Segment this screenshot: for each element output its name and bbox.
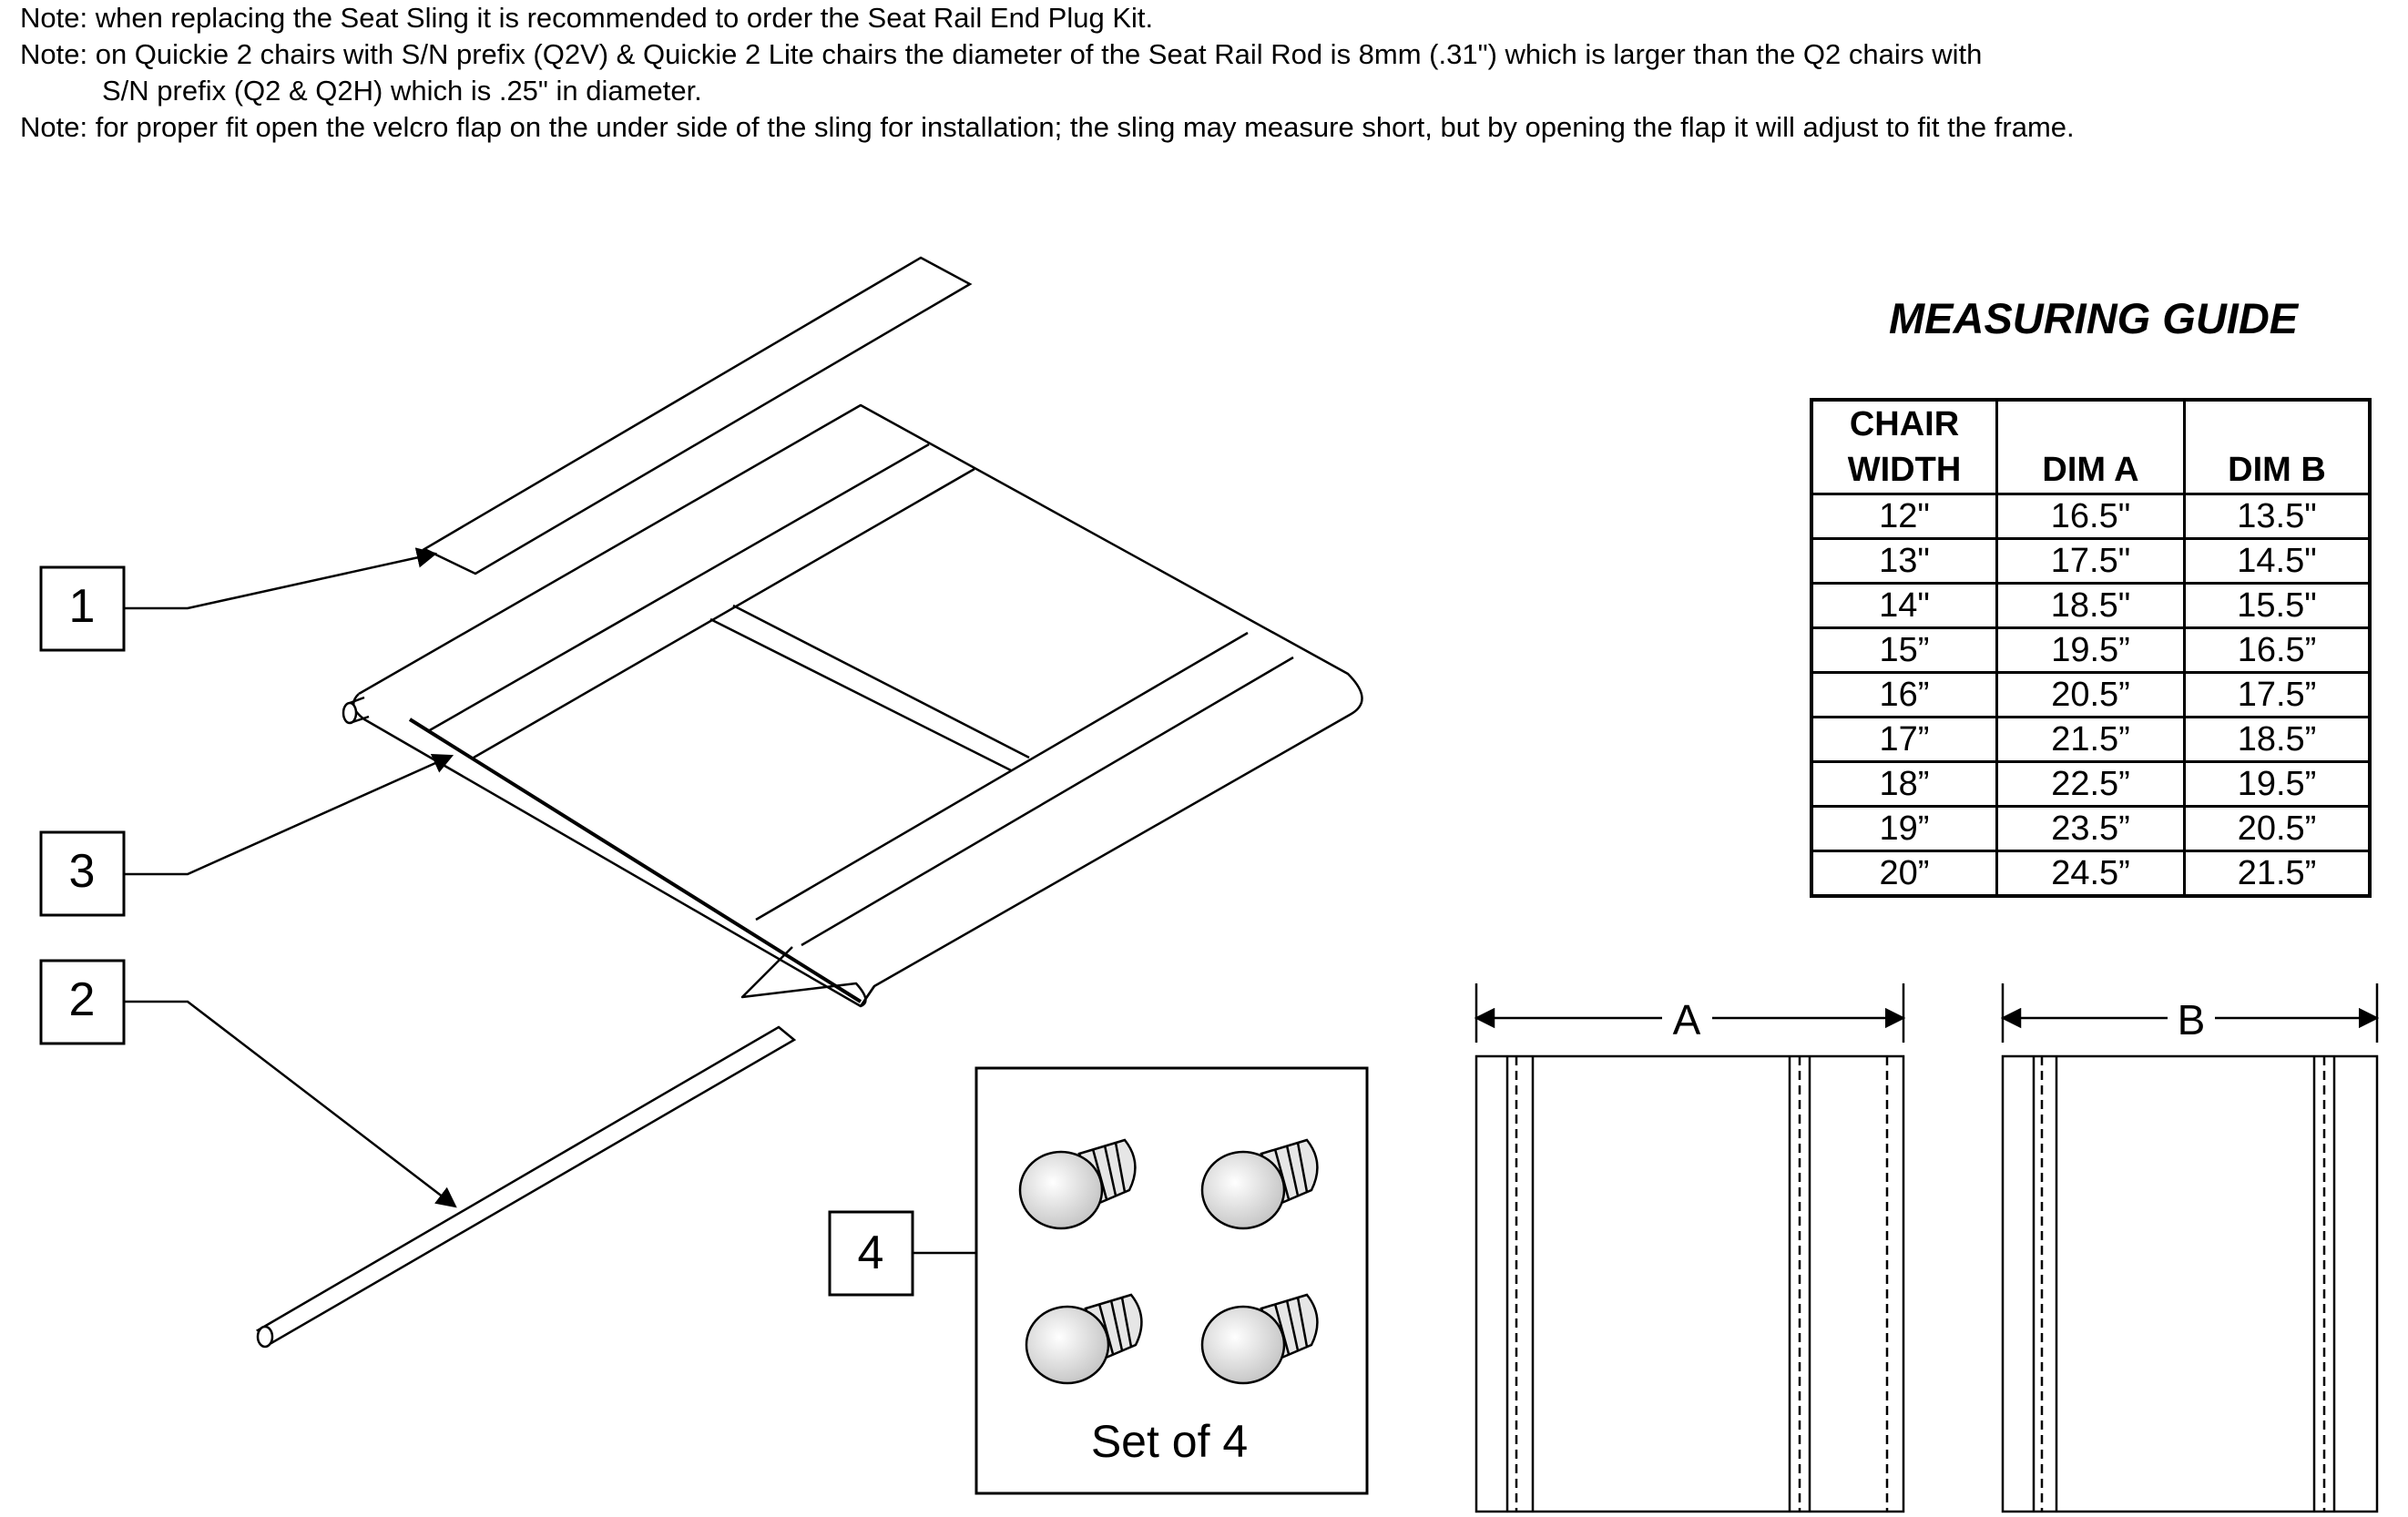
- note-line: Note: on Quickie 2 chairs with S/N prefi…: [20, 38, 1983, 70]
- seat-sling-part: [342, 403, 1363, 1008]
- measuring-guide-table: CHAIR WIDTH DIM A DIM B 12"16.5"13.5" 13…: [1810, 398, 2372, 898]
- table-row: 15”19.5”16.5”: [1810, 626, 2372, 674]
- measuring-guide-title: MEASURING GUIDE: [1889, 294, 2299, 342]
- cell: 16.5": [1995, 493, 2186, 540]
- table-row: 20”24.5”21.5”: [1810, 850, 2372, 898]
- velcro-strip-part: [422, 256, 973, 575]
- cell: 15.5": [2183, 582, 2372, 629]
- set-label: Set of 4: [1091, 1416, 1248, 1467]
- dimension-a-label: A: [1673, 996, 1701, 1044]
- notes: Note: when replacing the Seat Sling it i…: [20, 0, 2075, 146]
- end-plug: [1018, 1138, 1319, 1385]
- table-row: 16”20.5”17.5”: [1810, 671, 2372, 718]
- note-line: S/N prefix (Q2 & Q2H) which is .25" in d…: [102, 75, 702, 107]
- table-row: 13"17.5"14.5": [1810, 537, 2372, 585]
- cell: 18.5”: [2183, 716, 2372, 763]
- cell: 16.5”: [2183, 626, 2372, 674]
- cell: 19.5”: [1995, 626, 2186, 674]
- note-line: Note: when replacing the Seat Sling it i…: [20, 2, 1154, 34]
- cell: 16”: [1810, 671, 1998, 718]
- header-dim-b: DIM B: [2183, 398, 2372, 495]
- cell: 19”: [1810, 805, 1998, 852]
- cell: 19.5”: [2183, 760, 2372, 808]
- callout-2: 2: [39, 959, 457, 1208]
- callout-4: 4: [828, 1210, 976, 1297]
- seat-rail-rod-part: [255, 1025, 797, 1349]
- cell: 17”: [1810, 716, 1998, 763]
- table-row: 14"18.5"15.5": [1810, 582, 2372, 629]
- svg-text:3: 3: [69, 845, 96, 898]
- cell: 20”: [1810, 850, 1998, 898]
- cell: 14.5": [2183, 537, 2372, 585]
- cell: 20.5”: [2183, 805, 2372, 852]
- cell: 21.5”: [2183, 850, 2372, 898]
- cell: 22.5”: [1995, 760, 2186, 808]
- dimension-b-label: B: [2178, 996, 2206, 1044]
- end-plug-set-part: Set of 4: [974, 1066, 1369, 1495]
- note-line: Note: for proper fit open the velcro fla…: [20, 111, 2075, 143]
- cell: 18.5": [1995, 582, 2186, 629]
- cell: 13": [1810, 537, 1998, 585]
- svg-text:4: 4: [858, 1227, 884, 1279]
- cell: 12": [1810, 493, 1998, 540]
- cell: 15”: [1810, 626, 1998, 674]
- svg-text:1: 1: [69, 580, 96, 633]
- cell: 14": [1810, 582, 1998, 629]
- table-header-row: CHAIR WIDTH DIM A DIM B: [1810, 398, 2372, 495]
- cell: 17.5”: [2183, 671, 2372, 718]
- table-row: 19”23.5”20.5”: [1810, 805, 2372, 852]
- cell: 23.5”: [1995, 805, 2186, 852]
- table-row: 17”21.5”18.5”: [1810, 716, 2372, 763]
- header-dim-a: DIM A: [1995, 398, 2186, 495]
- dimension-a-view: A: [1474, 983, 1906, 1513]
- cell: 24.5”: [1995, 850, 2186, 898]
- header-chair-width: CHAIR WIDTH: [1810, 398, 1998, 495]
- cell: 20.5”: [1995, 671, 2186, 718]
- cell: 21.5”: [1995, 716, 2186, 763]
- cell: 18”: [1810, 760, 1998, 808]
- svg-text:2: 2: [69, 973, 96, 1026]
- callout-3: 3: [39, 754, 454, 917]
- table-row: 18”22.5”19.5”: [1810, 760, 2372, 808]
- dimension-b-view: B: [2000, 983, 2380, 1513]
- table-row: 12"16.5"13.5": [1810, 493, 2372, 540]
- cell: 17.5": [1995, 537, 2186, 585]
- cell: 13.5": [2183, 493, 2372, 540]
- callout-1: 1: [39, 547, 438, 652]
